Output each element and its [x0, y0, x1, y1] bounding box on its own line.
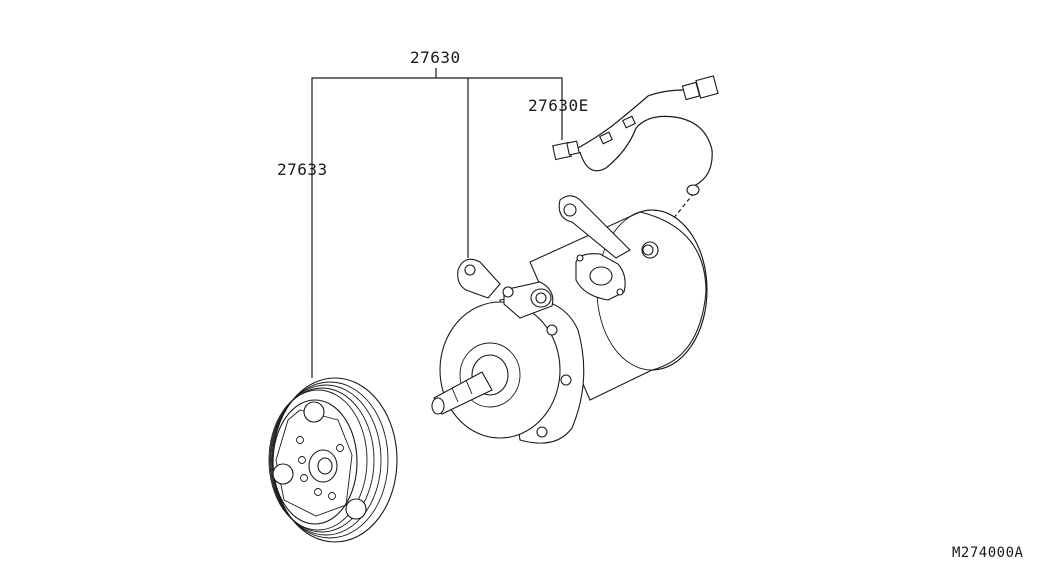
harness-part [552, 75, 719, 196]
pulley-clutch-part [268, 377, 398, 543]
figure-code: M274000A [952, 545, 1024, 561]
callout-27633: 27633 [277, 160, 328, 179]
callout-27630: 27630 [410, 48, 461, 67]
callout-27630E: 27630E [528, 96, 589, 115]
compressor-part [431, 195, 708, 444]
